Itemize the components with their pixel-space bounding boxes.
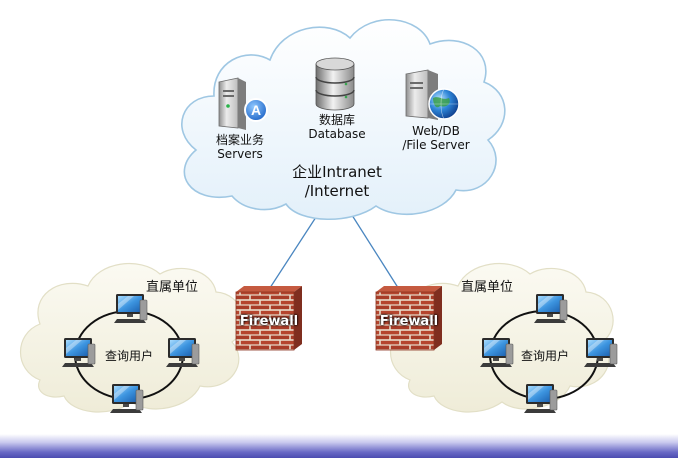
app-server-icon: A [218, 77, 268, 130]
firewall-label-left: Firewall [239, 314, 299, 329]
footer-gradient-bar [0, 434, 678, 458]
brick-wall-icon [375, 286, 442, 351]
cloud-title-line2: /Internet [304, 182, 370, 200]
server-label-line: 档案业务 [215, 133, 264, 147]
database-icon [315, 57, 355, 111]
server-label-app: 档案业务 Servers [198, 133, 282, 161]
svg-text:A: A [251, 102, 261, 118]
site-title-right: 直属单位 [461, 280, 514, 295]
server-label-database: 数据库 Database [295, 113, 379, 141]
link-line-right [349, 211, 403, 295]
cloud-title-line1: 企业Intranet [292, 163, 382, 181]
site-center-label-left: 查询用户 [104, 349, 153, 363]
site-title-left: 直属单位 [146, 280, 199, 295]
server-label-web: Web/DB /File Server [390, 124, 482, 152]
cloud-title: 企业Intranet /Internet [272, 163, 402, 201]
server-label-line: /File Server [402, 138, 470, 152]
server-label-line: 数据库 [318, 113, 355, 127]
web-server-icon [405, 69, 460, 120]
firewall-label-right: Firewall [379, 314, 439, 329]
link-line-left [265, 213, 319, 295]
server-label-line: Servers [217, 147, 263, 161]
server-label-line: Database [308, 127, 366, 141]
brick-wall-icon [235, 286, 302, 351]
site-center-label-right: 查询用户 [520, 349, 569, 363]
server-label-line: Web/DB [412, 124, 460, 138]
intranet-cloud [181, 18, 506, 221]
